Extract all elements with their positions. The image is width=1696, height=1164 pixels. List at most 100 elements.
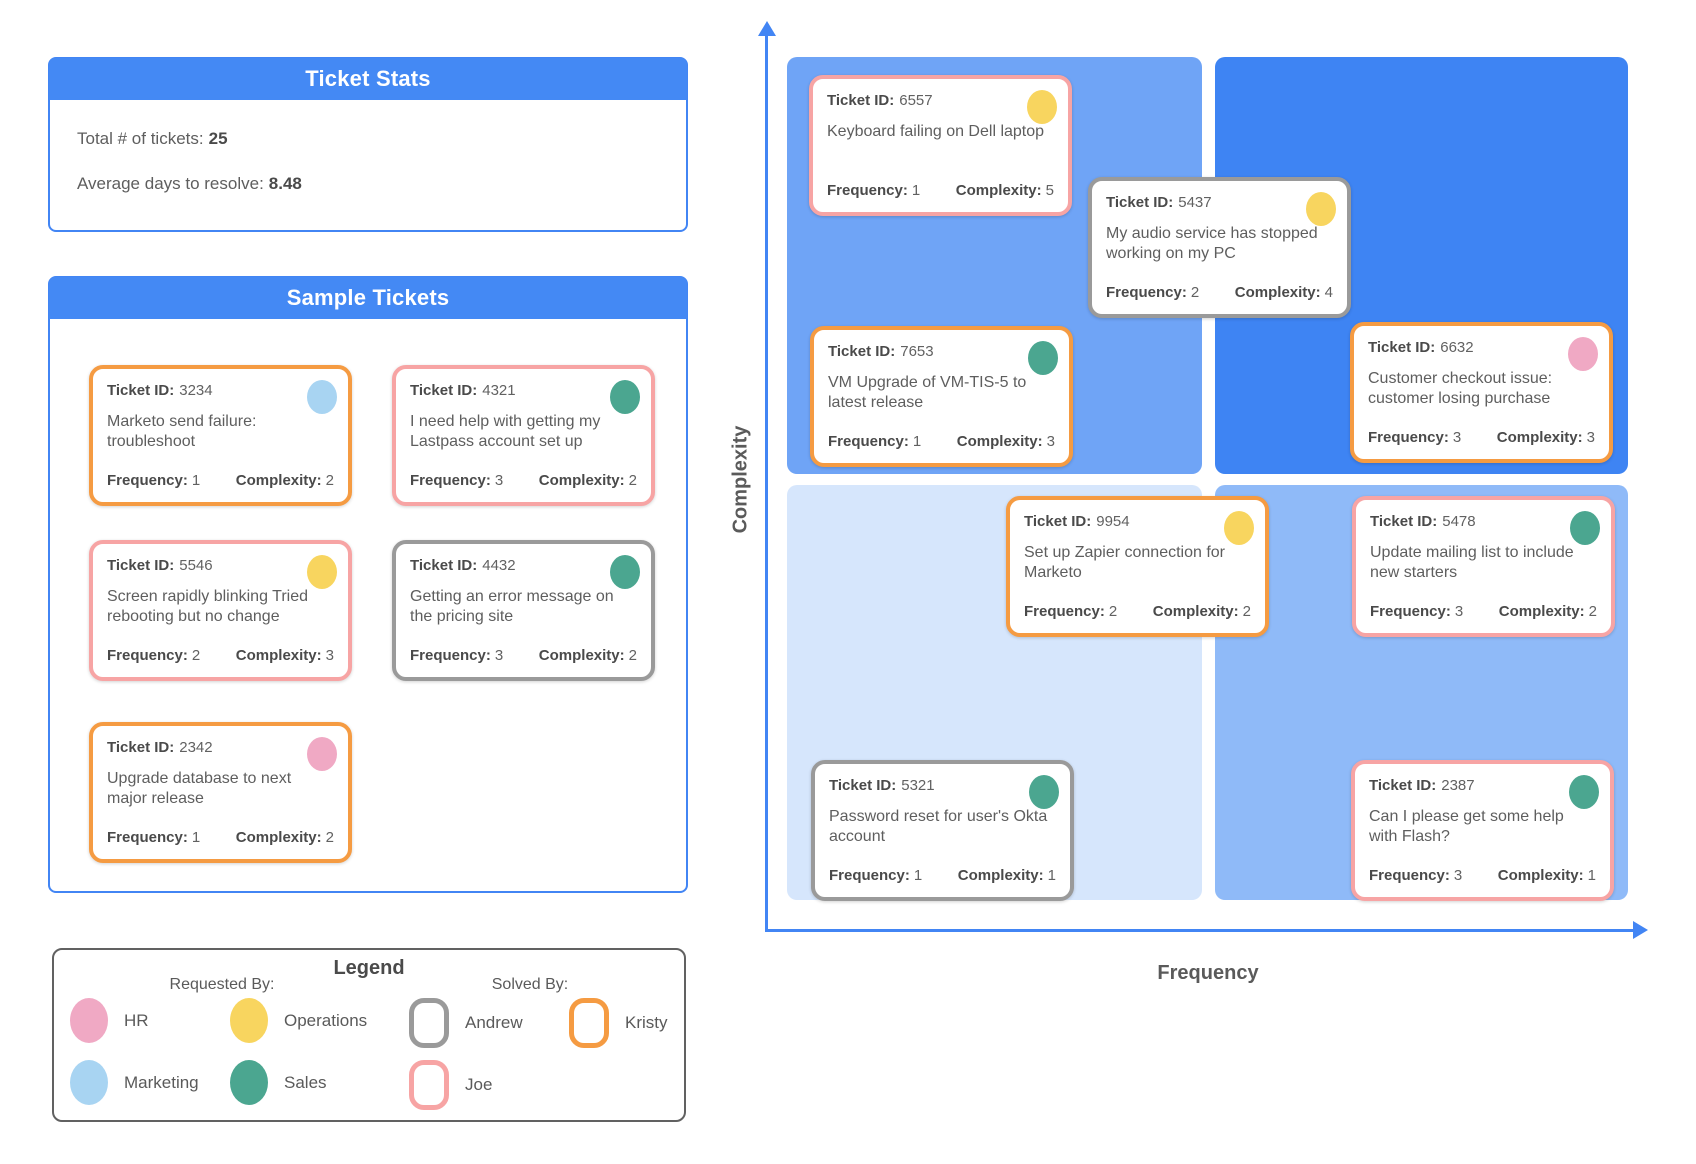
y-axis-line — [765, 36, 768, 932]
frequency-value: 3 — [1453, 867, 1463, 884]
ticket-description: My audio service has stopped working on … — [1106, 225, 1318, 263]
frequency-value: 3 — [1454, 603, 1464, 620]
ticket-description: Getting an error message on the pricing … — [410, 588, 614, 626]
legend-item-label: Andrew — [465, 1013, 523, 1032]
ticket-description: Marketo send failure: troubleshoot — [107, 413, 257, 451]
legend-item-kristy: Kristy — [569, 998, 668, 1048]
ticket-card-9954[interactable]: Ticket ID:9954 Set up Zapier connection … — [1006, 496, 1269, 637]
frequency-value: 2 — [1108, 603, 1118, 620]
ticket-card-5546[interactable]: Ticket ID:5546 Screen rapidly blinking T… — [89, 540, 352, 681]
complexity-label: Complexity: — [538, 472, 625, 489]
ticket-card-5437[interactable]: Ticket ID:5437 My audio service has stop… — [1088, 177, 1351, 318]
ticket-id-value: 2387 — [1441, 777, 1475, 794]
ticket-id-label: Ticket ID: — [829, 777, 897, 794]
requested-by-dot — [1569, 775, 1599, 809]
ticket-card-footer: Frequency:2 Complexity:2 — [1024, 603, 1251, 620]
avg-days-value: 8.48 — [268, 174, 302, 193]
ticket-card-header: Ticket ID:7653 — [828, 341, 1058, 375]
ticket-card-5321[interactable]: Ticket ID:5321 Password reset for user's… — [811, 760, 1074, 901]
ticket-id-value: 4321 — [482, 382, 516, 399]
frequency-value: 1 — [912, 433, 922, 450]
legend-item-label: Sales — [284, 1072, 327, 1092]
ticket-description: VM Upgrade of VM-TIS-5 to latest release — [828, 374, 1027, 412]
frequency-value: 1 — [191, 472, 201, 489]
ticket-card-footer: Frequency:1 Complexity:1 — [829, 867, 1056, 884]
avg-days-label: Average days to resolve: — [77, 174, 264, 193]
frequency-metric: Frequency:1 — [828, 433, 921, 450]
complexity-metric: Complexity:2 — [1153, 603, 1251, 620]
complexity-metric: Complexity:3 — [236, 647, 334, 664]
frequency-label: Frequency: — [107, 647, 188, 664]
ticket-card-6632[interactable]: Ticket ID:6632 Customer checkout issue: … — [1350, 322, 1613, 463]
ticket-card-header: Ticket ID:5546 — [107, 555, 337, 589]
frequency-metric: Frequency:3 — [410, 647, 503, 664]
frequency-value: 2 — [1190, 284, 1200, 301]
legend-item-label: Joe — [465, 1075, 493, 1094]
ticket-card-footer: Frequency:2 Complexity:3 — [107, 647, 334, 664]
ticket-card-6557[interactable]: Ticket ID:6557 Keyboard failing on Dell … — [809, 75, 1072, 216]
ticket-id-value: 5478 — [1442, 513, 1476, 530]
legend-item-joe: Joe — [409, 1060, 492, 1110]
ticket-card-header: Ticket ID:3234 — [107, 380, 337, 414]
requested-by-dot — [1306, 192, 1336, 226]
complexity-metric: Complexity:2 — [236, 472, 334, 489]
ticket-card-footer: Frequency:3 Complexity:2 — [1370, 603, 1597, 620]
frequency-value: 1 — [913, 867, 923, 884]
complexity-label: Complexity: — [956, 433, 1043, 450]
ticket-card-4432[interactable]: Ticket ID:4432 Getting an error message … — [392, 540, 655, 681]
complexity-value: 1 — [1047, 867, 1056, 884]
ticket-description: Set up Zapier connection for Marketo — [1024, 544, 1226, 582]
marketing-color-swatch — [70, 1060, 108, 1105]
frequency-label: Frequency: — [1370, 603, 1451, 620]
ticket-id-label: Ticket ID: — [1106, 194, 1174, 211]
frequency-label: Frequency: — [410, 472, 491, 489]
complexity-label: Complexity: — [957, 867, 1044, 884]
frequency-value: 3 — [494, 647, 504, 664]
ticket-description: Customer checkout issue: customer losing… — [1368, 370, 1553, 408]
ticket-card-3234[interactable]: Ticket ID:3234 Marketo send failure: tro… — [89, 365, 352, 506]
requested-by-dot — [1570, 511, 1600, 545]
complexity-label: Complexity: — [235, 829, 322, 846]
ticket-description: I need help with getting my Lastpass acc… — [410, 413, 601, 451]
x-axis-label: Frequency — [1157, 962, 1259, 984]
ticket-id-value: 6632 — [1440, 339, 1474, 356]
ticket-description: Can I please get some help with Flash? — [1369, 808, 1564, 846]
ticket-description: Screen rapidly blinking Tried rebooting … — [107, 588, 308, 626]
complexity-value: 5 — [1045, 182, 1054, 199]
complexity-label: Complexity: — [955, 182, 1042, 199]
frequency-metric: Frequency:3 — [1370, 603, 1463, 620]
requested-by-dot — [1027, 90, 1057, 124]
frequency-value: 2 — [191, 647, 201, 664]
andrew-border-swatch — [409, 998, 449, 1048]
ticket-stats-title: Ticket Stats — [49, 58, 687, 100]
ticket-card-5478[interactable]: Ticket ID:5478 Update mailing list to in… — [1352, 496, 1615, 637]
frequency-label: Frequency: — [829, 867, 910, 884]
x-axis-arrow-icon — [1633, 921, 1648, 939]
complexity-metric: Complexity:1 — [958, 867, 1056, 884]
ticket-id-value: 5321 — [901, 777, 935, 794]
ticket-card-4321[interactable]: Ticket ID:4321 I need help with getting … — [392, 365, 655, 506]
complexity-metric: Complexity:3 — [957, 433, 1055, 450]
ticket-description: Password reset for user's Okta account — [829, 808, 1048, 846]
complexity-value: 2 — [628, 472, 637, 489]
complexity-label: Complexity: — [1234, 284, 1321, 301]
ticket-id-label: Ticket ID: — [1024, 513, 1092, 530]
ticket-card-2387[interactable]: Ticket ID:2387 Can I please get some hel… — [1351, 760, 1614, 901]
frequency-metric: Frequency:2 — [1024, 603, 1117, 620]
complexity-label: Complexity: — [1498, 603, 1585, 620]
requested-by-dot — [1029, 775, 1059, 809]
ticket-id-value: 6557 — [899, 92, 933, 109]
ticket-id-value: 5546 — [179, 557, 213, 574]
ticket-card-7653[interactable]: Ticket ID:7653 VM Upgrade of VM-TIS-5 to… — [810, 326, 1073, 467]
frequency-value: 1 — [191, 829, 201, 846]
ticket-card-footer: Frequency:3 Complexity:2 — [410, 647, 637, 664]
legend-item-label: Marketing — [124, 1072, 199, 1092]
kristy-border-swatch — [569, 998, 609, 1048]
ticket-card-footer: Frequency:3 Complexity:2 — [410, 472, 637, 489]
frequency-label: Frequency: — [1369, 867, 1450, 884]
hr-color-swatch — [70, 998, 108, 1043]
legend-item-label: Kristy — [625, 1013, 668, 1032]
ticket-card-2342[interactable]: Ticket ID:2342 Upgrade database to next … — [89, 722, 352, 863]
ticket-id-label: Ticket ID: — [410, 557, 478, 574]
frequency-metric: Frequency:3 — [410, 472, 503, 489]
